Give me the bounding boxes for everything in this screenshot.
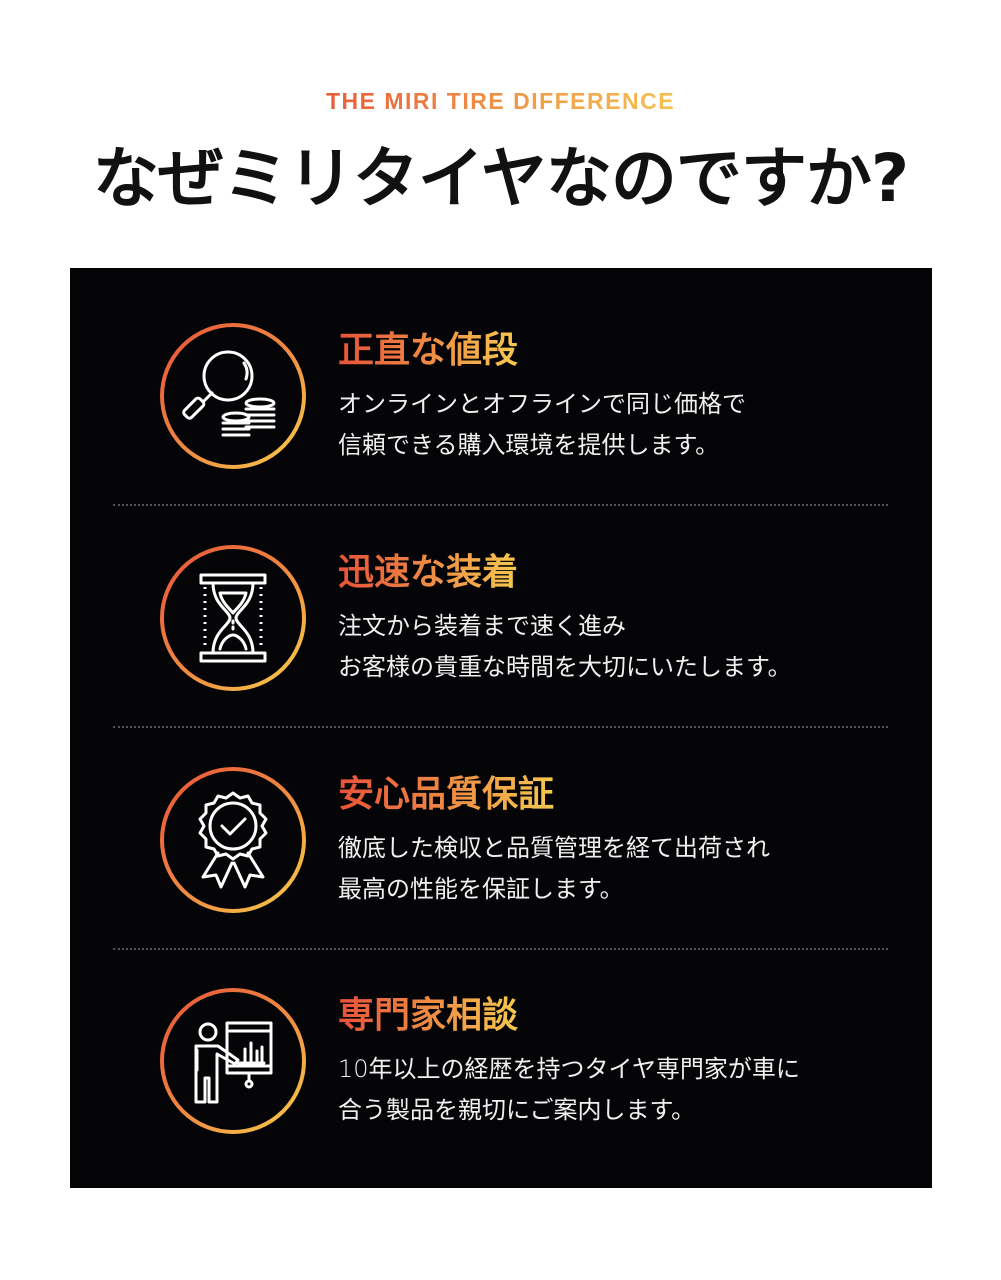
description-line: 徹底した検収と品質管理を経て出荷され: [338, 834, 770, 862]
feature-fast-install: 迅速な装着 注文から装着まで速く進み お客様の貴重な時間を大切にいたします。: [70, 490, 932, 712]
feature-description: 10年以上の経歴を持つタイヤ専門家が車に 合う製品を親切にご案内します。: [338, 1049, 800, 1131]
feature-heading: 専門家相談: [338, 991, 518, 1041]
description-line: 注文から装着まで速く進み: [338, 612, 626, 640]
features-panel: 正直な値段 オンラインとオフラインで同じ価格で 信頼できる購入環境を提供します。: [70, 268, 932, 1188]
award-badge-check-icon: [158, 765, 308, 915]
feature-heading: 安心品質保証: [338, 770, 554, 820]
feature-description: オンラインとオフラインで同じ価格で 信頼できる購入環境を提供します。: [338, 384, 746, 466]
feature-text: 専門家相談 10年以上の経歴を持つタイヤ専門家が車に 合う製品を親切にご案内しま…: [338, 991, 800, 1131]
feature-expert-consultation: 専門家相談 10年以上の経歴を持つタイヤ専門家が車に 合う製品を親切にご案内しま…: [70, 933, 932, 1155]
feature-text: 迅速な装着 注文から装着まで速く進み お客様の貴重な時間を大切にいたします。: [338, 548, 792, 688]
feature-description: 徹底した検収と品質管理を経て出荷され 最高の性能を保証します。: [338, 828, 770, 910]
presenter-chart-icon: [158, 986, 308, 1136]
feature-text: 安心品質保証 徹底した検収と品質管理を経て出荷され 最高の性能を保証します。: [338, 770, 770, 910]
description-line: 10年以上の経歴を持つタイヤ専門家が車に: [338, 1055, 800, 1083]
feature-quality-guarantee: 安心品質保証 徹底した検収と品質管理を経て出荷され 最高の性能を保証します。: [70, 712, 932, 934]
feature-heading: 正直な値段: [338, 326, 518, 376]
feature-description: 注文から装着まで速く進み お客様の貴重な時間を大切にいたします。: [338, 606, 792, 688]
section-eyebrow: THE MIRI TIRE DIFFERENCE: [0, 88, 1001, 115]
hourglass-icon: [158, 543, 308, 693]
magnifier-coins-icon: [158, 321, 308, 471]
description-line: 信頼できる購入環境を提供します。: [338, 431, 720, 459]
feature-honest-price: 正直な値段 オンラインとオフラインで同じ価格で 信頼できる購入環境を提供します。: [70, 268, 932, 490]
description-line: 合う製品を親切にご案内します。: [338, 1096, 696, 1124]
feature-heading: 迅速な装着: [338, 548, 518, 598]
feature-text: 正直な値段 オンラインとオフラインで同じ価格で 信頼できる購入環境を提供します。: [338, 326, 746, 466]
divider: [113, 726, 888, 728]
description-line: オンラインとオフラインで同じ価格で: [338, 390, 746, 418]
divider: [113, 504, 888, 506]
page-title: なぜミリタイヤなのですか?: [92, 140, 909, 217]
description-line: 最高の性能を保証します。: [338, 875, 624, 903]
description-line: お客様の貴重な時間を大切にいたします。: [338, 653, 792, 681]
divider: [113, 948, 888, 950]
